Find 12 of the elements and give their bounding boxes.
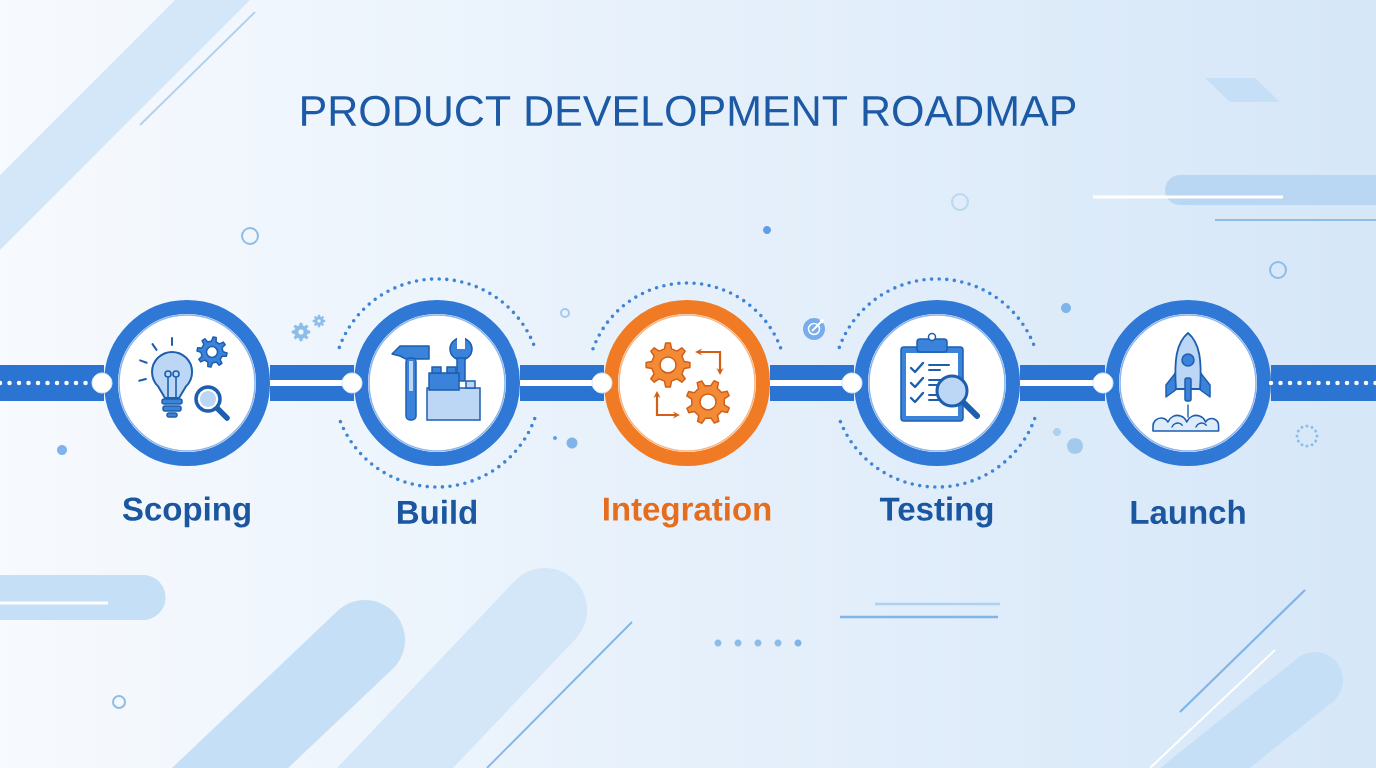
timeline-bar [270, 365, 354, 401]
title: PRODUCT DEVELOPMENT ROADMAP [302, 95, 1076, 127]
timeline-bar [1268, 365, 1376, 401]
stage-label: Launch [1131, 499, 1245, 525]
stage-label: Build [398, 499, 477, 525]
stage-label: Integration [603, 496, 771, 528]
timeline-bar [0, 365, 107, 401]
timeline-bar [1020, 365, 1105, 401]
stage-label: Testing [879, 496, 993, 528]
timeline-bar [770, 365, 854, 401]
stage-label: Scoping [122, 496, 250, 528]
timeline-bar [520, 365, 604, 401]
